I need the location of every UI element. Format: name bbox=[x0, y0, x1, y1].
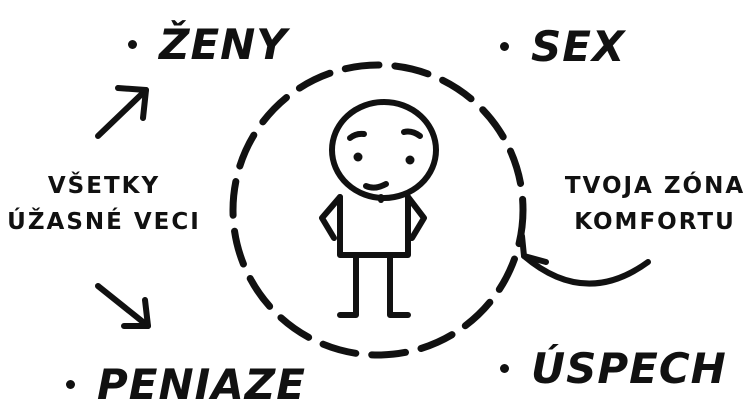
figure-left-arm bbox=[319, 194, 343, 241]
arrow-to-peniaze bbox=[95, 283, 151, 329]
bullet-dot bbox=[500, 364, 509, 373]
caption-tvoja-zona-komfortu: TVOJA ZÓNA KOMFORTU bbox=[560, 168, 750, 240]
caption-line: TVOJA ZÓNA bbox=[564, 173, 746, 199]
figure-left-leg bbox=[337, 252, 359, 318]
figure-left-eye bbox=[353, 152, 363, 162]
caption-vsetky-uzasne-veci: VŠETKY ÚŽASNÉ VECI bbox=[6, 168, 202, 240]
figure-right-leg bbox=[387, 252, 411, 318]
figure-right-arm bbox=[405, 194, 427, 241]
bullet-dot bbox=[66, 380, 75, 389]
figure-mouth bbox=[363, 181, 389, 191]
caption-line: VŠETKY bbox=[47, 173, 161, 199]
label-sex-text: SEX bbox=[531, 22, 626, 71]
label-peniaze-text: PENIAZE bbox=[97, 360, 306, 409]
caption-line: ÚŽASNÉ VECI bbox=[7, 209, 201, 235]
comfort-zone-circle bbox=[229, 61, 527, 359]
label-uspech: ÚSPECH bbox=[500, 344, 727, 393]
figure-right-eye bbox=[405, 155, 415, 165]
label-zeny: ŽENY bbox=[128, 20, 288, 69]
figure-left-eyebrow bbox=[347, 130, 367, 141]
caption-line: KOMFORTU bbox=[574, 209, 736, 235]
figure-right-eyebrow bbox=[401, 128, 423, 139]
label-uspech-text: ÚSPECH bbox=[531, 344, 727, 393]
stick-figure bbox=[319, 99, 439, 318]
bullet-dot bbox=[500, 42, 509, 51]
label-sex: SEX bbox=[500, 22, 625, 71]
label-peniaze: PENIAZE bbox=[66, 360, 306, 409]
label-zeny-text: ŽENY bbox=[159, 20, 288, 69]
figure-torso bbox=[337, 194, 411, 258]
bullet-dot bbox=[128, 40, 137, 49]
arrow-to-zeny bbox=[95, 85, 149, 139]
arrow-comfort-zone bbox=[519, 233, 651, 287]
